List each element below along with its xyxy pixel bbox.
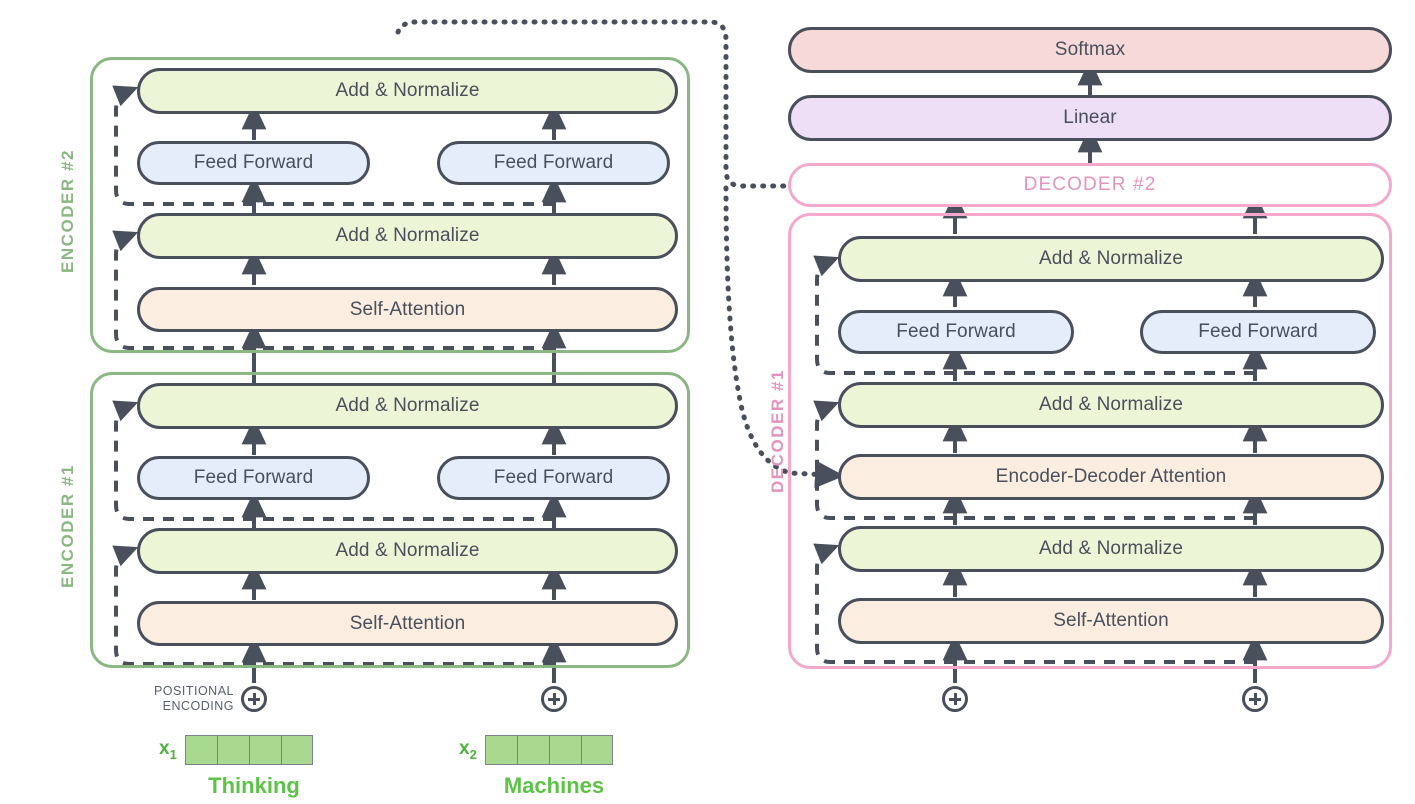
positional-encoding-line2: ENCODING xyxy=(162,698,234,713)
linear-node[interactable]: Linear xyxy=(788,95,1392,141)
node-label: Add & Normalize xyxy=(1038,538,1184,559)
node-label: Linear xyxy=(1063,107,1117,128)
encoder1-feed-forward-right[interactable]: Feed Forward xyxy=(437,456,670,500)
embedding-row-x1: x1 xyxy=(159,735,313,765)
node-label: Add & Normalize xyxy=(335,80,480,101)
embedding-tag-x2: x2 xyxy=(459,738,477,762)
encoder1-self-attention[interactable]: Self-Attention xyxy=(137,601,678,646)
circled-plus-icon xyxy=(241,686,267,712)
positional-encoding-label: POSITIONAL ENCODING xyxy=(139,684,234,714)
node-label: Add & Normalize xyxy=(335,540,480,561)
node-label: Self-Attention xyxy=(349,298,466,320)
node-label: Feed Forward xyxy=(1198,321,1318,342)
encoder2-self-attention[interactable]: Self-Attention xyxy=(137,287,678,332)
embedding-cell xyxy=(484,735,517,765)
encoder-block-1-label: ENCODER #1 xyxy=(58,464,77,588)
embedding-row-x2: x2 xyxy=(459,735,613,765)
embedding-cell xyxy=(580,735,613,765)
circled-plus-icon xyxy=(942,686,968,712)
decoder-block-2-banner[interactable]: DECODER #2 xyxy=(788,163,1392,207)
embedding-cell xyxy=(184,735,217,765)
positional-encoding-line1: POSITIONAL xyxy=(153,684,234,698)
node-label: Feed Forward xyxy=(193,467,314,488)
decoder1-feed-forward-right[interactable]: Feed Forward xyxy=(1140,310,1376,354)
node-label: Encoder-Decoder Attention xyxy=(995,466,1227,487)
node-label: Softmax xyxy=(1054,39,1126,60)
node-label: Self-Attention xyxy=(1053,610,1169,631)
node-label: Feed Forward xyxy=(493,152,614,173)
decoder1-add-normalize-bottom[interactable]: Add & Normalize xyxy=(838,526,1384,572)
encoder2-feed-forward-right[interactable]: Feed Forward xyxy=(437,141,670,185)
embedding-cell xyxy=(216,735,249,765)
node-label: Feed Forward xyxy=(193,152,314,173)
circled-plus-icon xyxy=(1242,686,1268,712)
encoder2-add-normalize-bottom[interactable]: Add & Normalize xyxy=(137,213,678,259)
encoder-block-2-label: ENCODER #2 xyxy=(58,149,77,273)
node-label: Add & Normalize xyxy=(1038,248,1184,269)
encoder-block-2-frame xyxy=(90,57,690,353)
node-label: Add & Normalize xyxy=(335,395,480,416)
decoder1-feed-forward-left[interactable]: Feed Forward xyxy=(838,310,1074,354)
embedding-tag-x1: x1 xyxy=(159,738,177,762)
embedding-cells-x1 xyxy=(184,735,313,765)
input-word-2: Machines xyxy=(503,773,605,798)
encoder-block-1-frame xyxy=(90,372,690,668)
decoder-block-1-frame xyxy=(788,213,1392,669)
embedding-cell xyxy=(248,735,281,765)
decoder-block-1-label: DECODER #1 xyxy=(768,369,787,493)
encoder1-feed-forward-left[interactable]: Feed Forward xyxy=(137,456,370,500)
node-label: Add & Normalize xyxy=(335,225,480,246)
embedding-cells-x2 xyxy=(484,735,613,765)
node-label: Add & Normalize xyxy=(1038,394,1184,415)
softmax-node[interactable]: Softmax xyxy=(788,27,1392,73)
encoder1-add-normalize-top[interactable]: Add & Normalize xyxy=(137,383,678,429)
encoder2-add-normalize-top[interactable]: Add & Normalize xyxy=(137,68,678,114)
encoder2-feed-forward-left[interactable]: Feed Forward xyxy=(137,141,370,185)
encoder1-add-normalize-bottom[interactable]: Add & Normalize xyxy=(137,528,678,574)
circled-plus-icon xyxy=(541,686,567,712)
decoder1-add-normalize-top[interactable]: Add & Normalize xyxy=(838,236,1384,282)
input-word-1: Thinking xyxy=(208,773,300,798)
node-label: Feed Forward xyxy=(493,467,614,488)
node-label: Feed Forward xyxy=(896,321,1016,342)
embedding-cell xyxy=(516,735,549,765)
embedding-cell xyxy=(280,735,313,765)
decoder1-add-normalize-middle[interactable]: Add & Normalize xyxy=(838,382,1384,428)
decoder1-self-attention[interactable]: Self-Attention xyxy=(838,598,1384,644)
node-label: Self-Attention xyxy=(349,612,466,634)
decoder1-encoder-decoder-attention[interactable]: Encoder-Decoder Attention xyxy=(838,454,1384,500)
decoder-banner-label: DECODER #2 xyxy=(1023,174,1157,195)
embedding-cell xyxy=(548,735,581,765)
